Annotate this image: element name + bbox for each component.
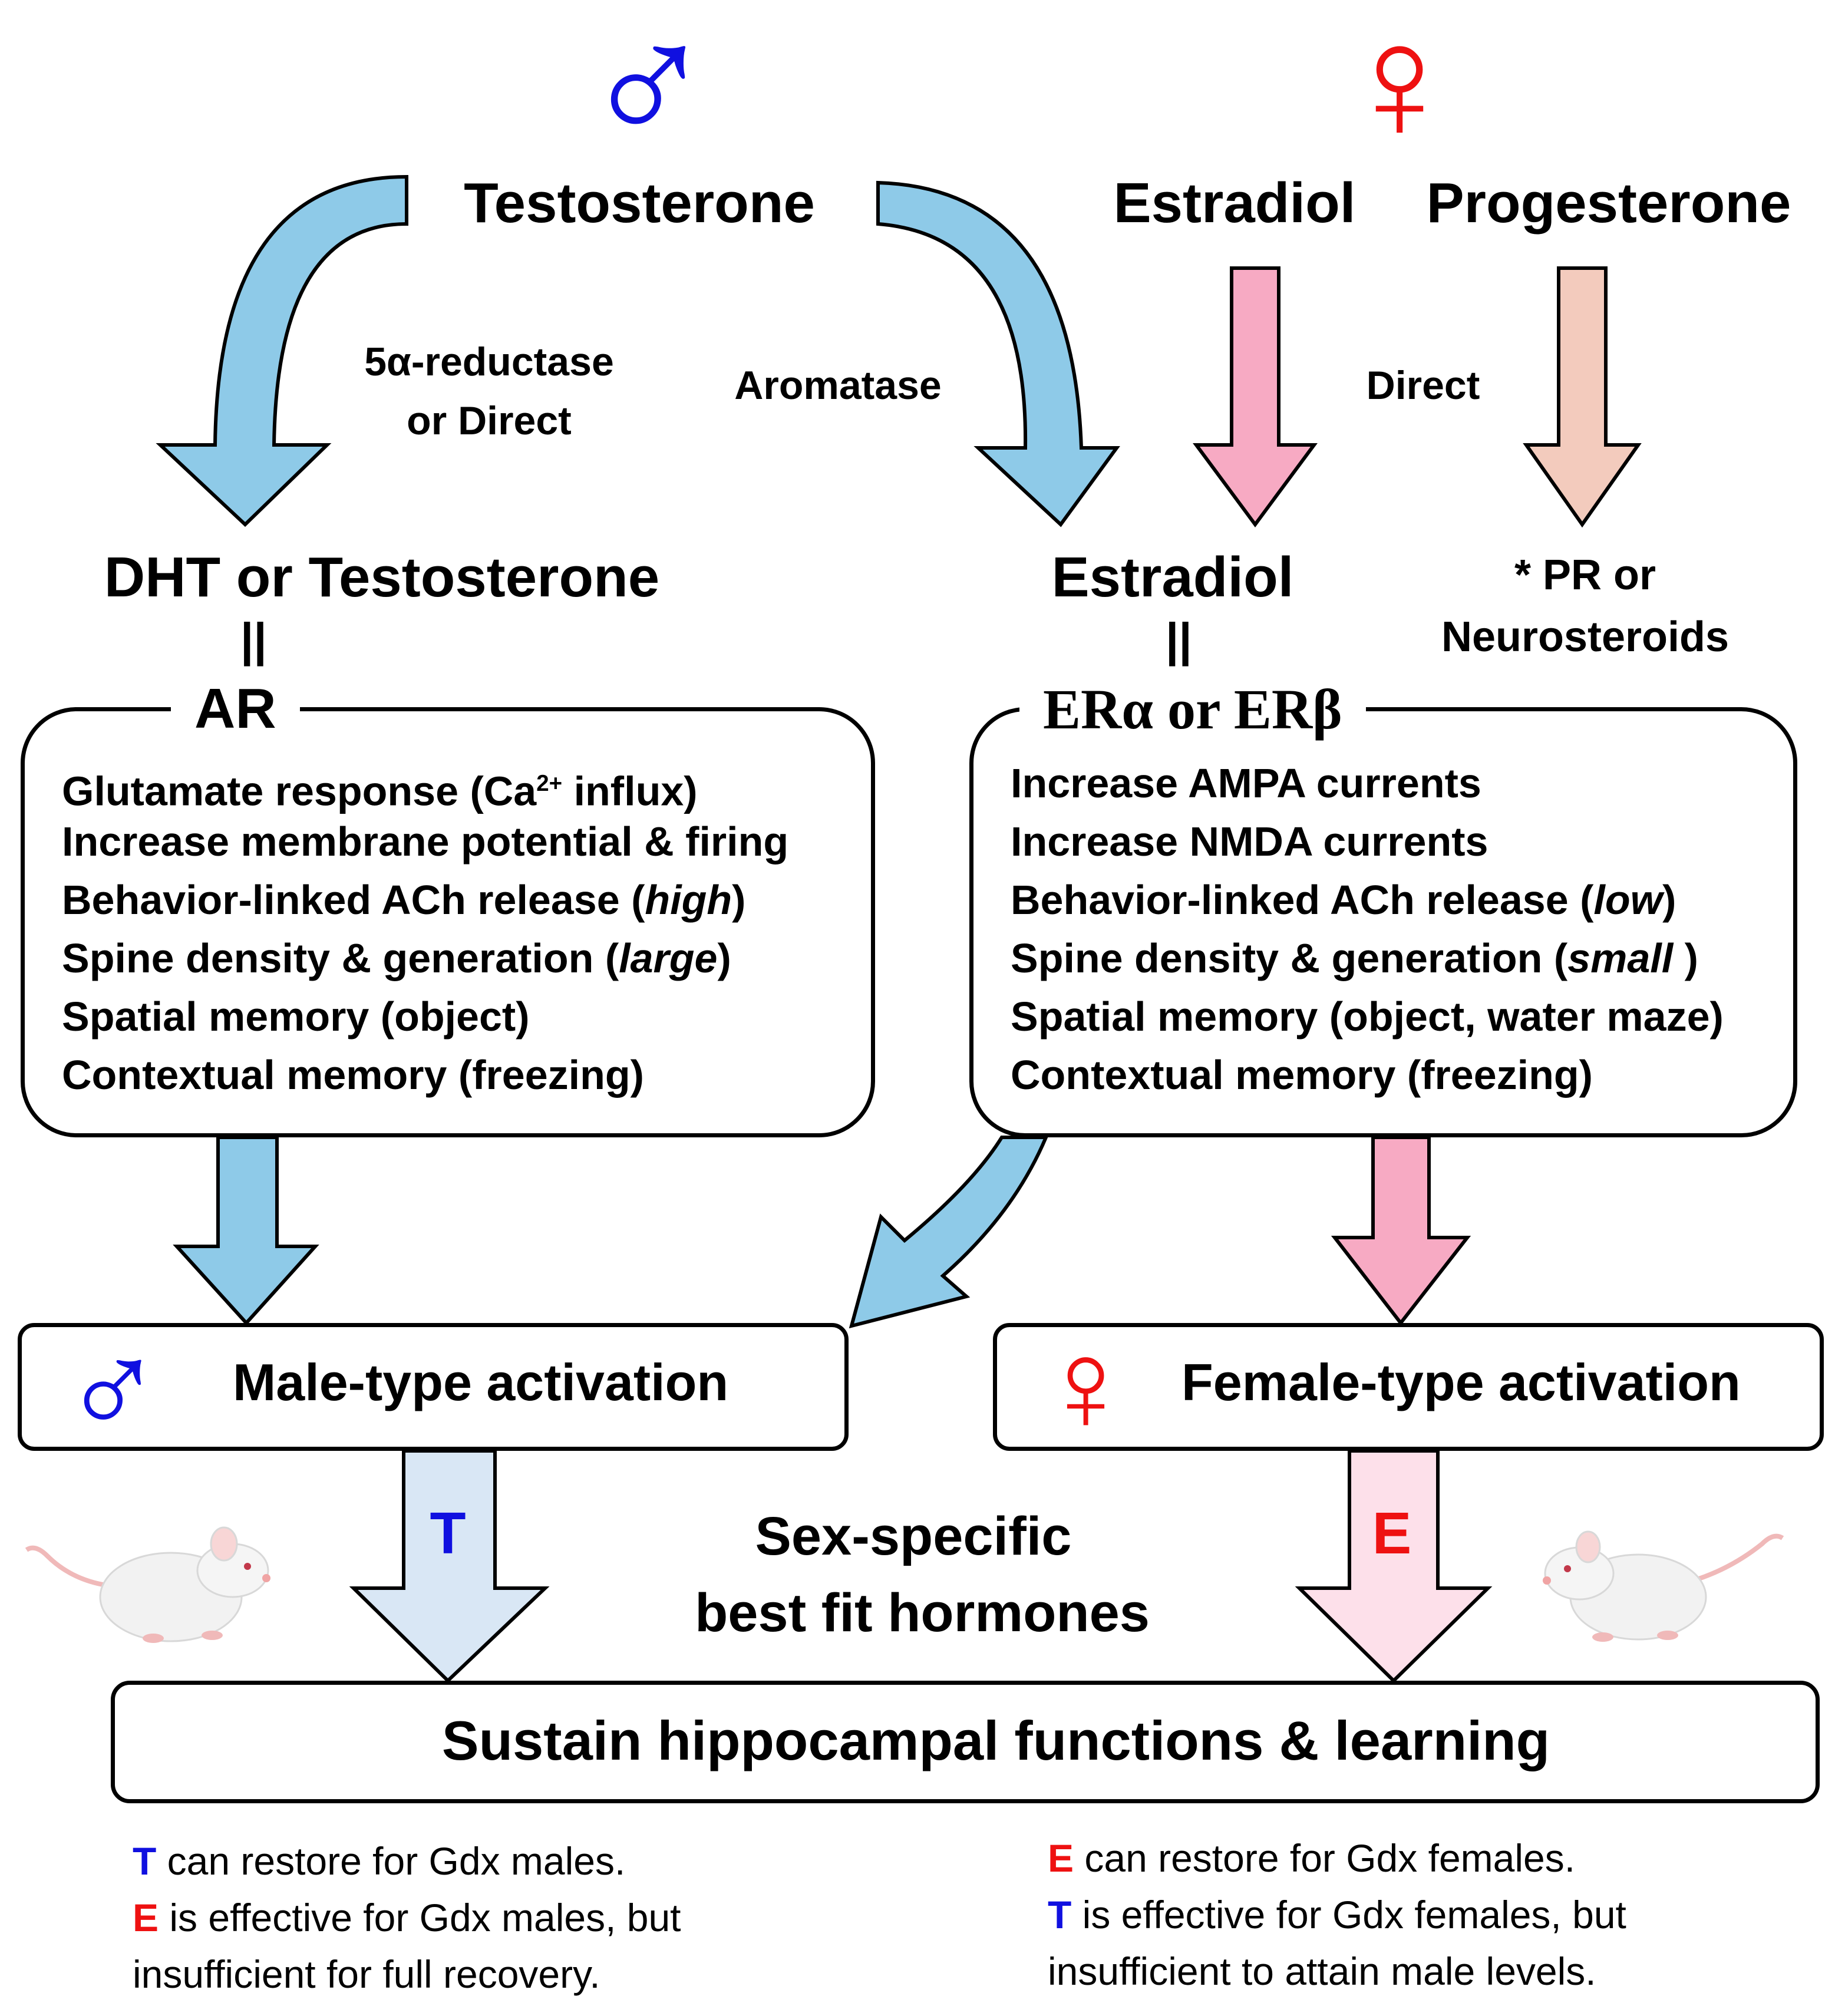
arrow-t-best-fit xyxy=(349,1449,550,1684)
arrow-ar-to-male-activation xyxy=(173,1136,319,1326)
female-activation-icon: ♀ xyxy=(1037,1313,1134,1458)
hormone-progesterone: Progesterone xyxy=(1426,171,1791,235)
ar-effect-item: Spine density & generation (large) xyxy=(62,935,731,981)
equals-female: || xyxy=(1166,613,1192,666)
note-female-line: E can restore for Gdx females. xyxy=(1048,1836,1576,1880)
male-symbol-icon: ♂ xyxy=(582,0,715,183)
product-dht: DHT or Testosterone xyxy=(104,546,660,609)
ar-effect-item: Glutamate response (Ca2+ influx) xyxy=(62,768,698,814)
hormone-testosterone: Testosterone xyxy=(464,171,815,235)
product-pr-line2: Neurosteroids xyxy=(1441,613,1730,661)
best-fit-caption-line1: Sex-specific xyxy=(755,1506,1072,1566)
arrow-er-to-female-activation xyxy=(1331,1136,1471,1326)
note-male-line: T can restore for Gdx males. xyxy=(133,1839,626,1883)
female-activation-label: Female-type activation xyxy=(1181,1353,1741,1411)
male-activation-icon: ♂ xyxy=(62,1314,164,1465)
male-rat-icon xyxy=(25,1526,270,1643)
equals-male: || xyxy=(240,613,267,666)
best-fit-e-label: E xyxy=(1372,1500,1412,1566)
note-female-line: insufficient to attain male levels. xyxy=(1048,1949,1596,1993)
product-estradiol: Estradiol xyxy=(1051,546,1294,609)
er-effect-item: Behavior-linked ACh release (low) xyxy=(1011,877,1676,923)
pathway-reductase-line2: or Direct xyxy=(407,398,572,443)
note-male-line: insufficient for full recovery. xyxy=(133,1952,600,1996)
ar-effect-item: Behavior-linked ACh release (high) xyxy=(62,877,746,923)
er-effects-list: Increase AMPA currents Increase NMDA cur… xyxy=(1011,754,1724,1104)
female-symbol-icon: ♀ xyxy=(1338,0,1461,174)
pathway-aromatase: Aromatase xyxy=(734,363,942,408)
arrow-testosterone-to-dht xyxy=(156,174,408,527)
female-rat-icon xyxy=(1543,1530,1784,1642)
ar-effect-item: Spatial memory (object) xyxy=(62,994,530,1040)
arrow-aromatase-to-estradiol xyxy=(876,180,1120,527)
er-effect-item: Spatial memory (object, water maze) xyxy=(1011,994,1724,1040)
arrow-estradiol-direct xyxy=(1193,266,1318,528)
er-effects-box xyxy=(969,707,1797,1137)
er-effect-item: Spine density & generation (small ) xyxy=(1011,935,1698,981)
arrow-er-to-male-activation xyxy=(849,1136,1049,1329)
ar-effect-item: Increase membrane potential & firing xyxy=(62,819,789,865)
male-activation-box xyxy=(18,1323,849,1451)
outcome-box xyxy=(111,1681,1820,1803)
female-activation-box xyxy=(993,1323,1824,1451)
arrow-e-best-fit xyxy=(1295,1449,1493,1684)
male-activation-label: Male-type activation xyxy=(233,1353,729,1411)
best-fit-t-label: T xyxy=(430,1500,466,1566)
er-effect-item: Increase AMPA currents xyxy=(1011,760,1481,806)
ar-effects-box xyxy=(21,707,875,1137)
er-effect-item: Contextual memory (freezing) xyxy=(1011,1052,1593,1098)
er-effect-item: Increase NMDA currents xyxy=(1011,819,1489,865)
ar-effects-list: Glutamate response (Ca2+ influx) Increas… xyxy=(62,754,788,1104)
outcome-label: Sustain hippocampal functions & learning xyxy=(441,1710,1550,1771)
pathway-reductase-line1: 5α-reductase xyxy=(364,339,614,384)
ar-box-label: AR xyxy=(171,677,300,741)
note-male-line: E is effective for Gdx males, but xyxy=(133,1896,681,1939)
best-fit-caption-line2: best fit hormones xyxy=(695,1583,1150,1643)
note-female-line: T is effective for Gdx females, but xyxy=(1048,1893,1626,1936)
notes-male: T can restore for Gdx males. E is effect… xyxy=(133,1833,681,2002)
ar-effect-item: Contextual memory (freezing) xyxy=(62,1052,644,1098)
notes-female: E can restore for Gdx females. T is effe… xyxy=(1048,1830,1626,1999)
er-box-label: ERα or ERβ xyxy=(1019,677,1366,742)
hormone-estradiol: Estradiol xyxy=(1113,171,1356,235)
arrow-progesterone-direct xyxy=(1523,266,1642,528)
product-pr-line1: * PR or xyxy=(1514,552,1656,599)
pathway-direct: Direct xyxy=(1366,363,1480,408)
